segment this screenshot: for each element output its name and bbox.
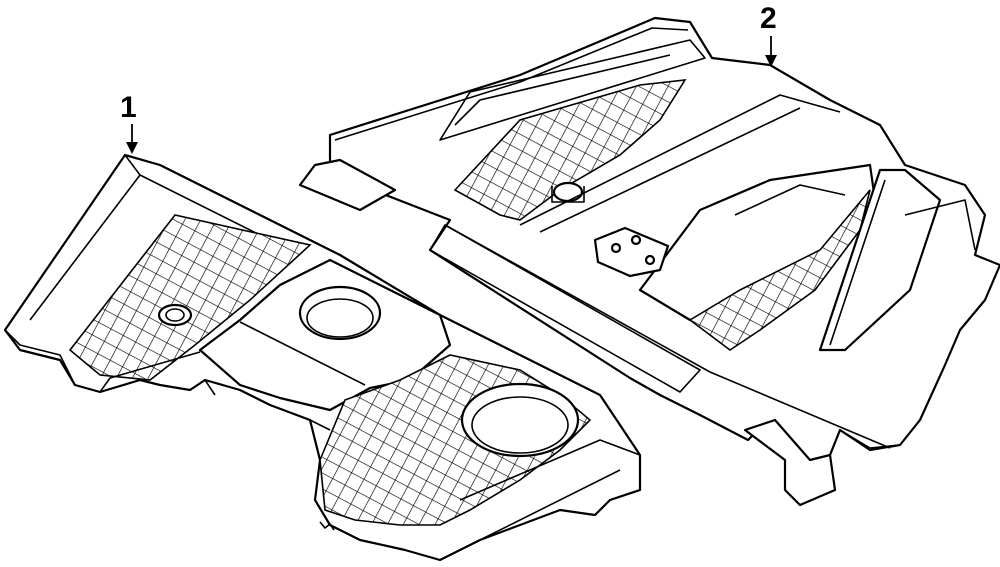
callout-1: 1	[120, 91, 138, 154]
callout-2-arrowhead	[765, 55, 777, 67]
callout-1-label: 1	[120, 91, 137, 124]
callout-2: 2	[760, 2, 777, 67]
engine-cover-part-1	[3, 153, 642, 562]
engine-cover-part-2	[298, 16, 1000, 507]
callout-2-label: 2	[760, 2, 777, 35]
callout-1-arrowhead	[126, 142, 138, 154]
